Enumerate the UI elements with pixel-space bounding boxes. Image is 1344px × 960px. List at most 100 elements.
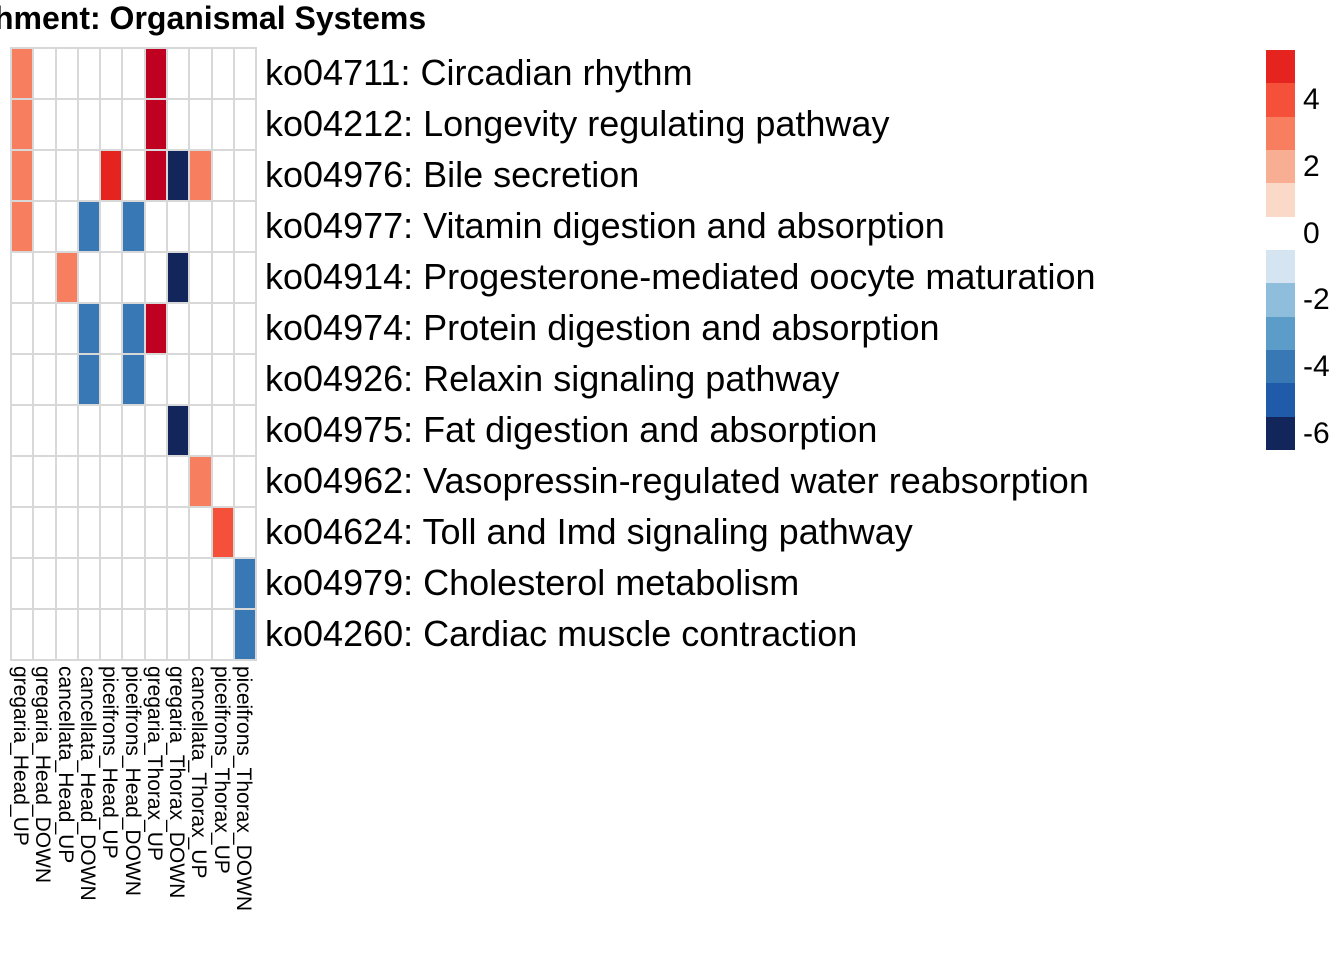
- legend-block: [1266, 116, 1295, 150]
- heatmap-cell: [212, 202, 233, 251]
- heatmap-cell: [212, 100, 233, 149]
- heatmap-cell: [234, 508, 256, 557]
- heatmap-cell: [212, 406, 233, 455]
- heatmap-cell: [56, 151, 77, 200]
- legend-tick-label: -2: [1303, 283, 1330, 317]
- legend-block: [1266, 83, 1295, 117]
- heatmap-cell: [145, 355, 167, 404]
- heatmap-cell: [168, 100, 189, 149]
- heatmap-cell: [212, 508, 233, 557]
- legend-block: [1266, 249, 1295, 284]
- legend-block: [1266, 183, 1295, 217]
- col-label: piceifrons_Head_DOWN: [120, 666, 144, 896]
- legend-tick-label: 2: [1303, 149, 1320, 183]
- heatmap-cell: [123, 49, 144, 98]
- legend-block: [1266, 383, 1295, 417]
- heatmap-cell: [234, 304, 256, 353]
- heatmap-cell: [34, 457, 55, 506]
- legend-block: [1266, 349, 1295, 384]
- heatmap-cell: [190, 610, 211, 659]
- heatmap-cell: [123, 202, 144, 251]
- heatmap-cell: [56, 406, 77, 455]
- heatmap-cell: [12, 304, 33, 353]
- heatmap-cell: [168, 508, 189, 557]
- heatmap-cell: [12, 202, 33, 251]
- heatmap-cell: [123, 508, 144, 557]
- heatmap-cell: [234, 253, 256, 302]
- heatmap-cell: [101, 610, 122, 659]
- heatmap-cell: [12, 100, 33, 149]
- heatmap-cell: [34, 610, 55, 659]
- heatmap-cell: [78, 100, 100, 149]
- heatmap-cell: [101, 406, 122, 455]
- col-label: piceifrons_Thorax_DOWN: [232, 666, 255, 912]
- heatmap-cell: [12, 355, 33, 404]
- heatmap-cell: [145, 508, 167, 557]
- color-legend: [1266, 50, 1295, 450]
- legend-tick-label: 0: [1303, 216, 1320, 250]
- heatmap-cell: [12, 559, 33, 608]
- heatmap-cell: [34, 151, 55, 200]
- col-label: cancellata_Head_UP: [53, 666, 77, 864]
- heatmap-cell: [234, 355, 256, 404]
- heatmap-cell: [212, 49, 233, 98]
- row-label: ko04914: Progesterone-mediated oocyte ma…: [265, 256, 1096, 297]
- col-label: cancellata_Thorax_UP: [187, 666, 211, 879]
- heatmap-cell: [123, 610, 144, 659]
- heatmap-cell: [34, 100, 55, 149]
- heatmap-cell: [190, 355, 211, 404]
- col-label: piceifrons_Head_UP: [98, 666, 122, 859]
- row-label: ko04976: Bile secretion: [265, 154, 640, 195]
- heatmap-cell: [12, 610, 33, 659]
- heatmap-cell: [78, 151, 100, 200]
- heatmap-cell: [168, 559, 189, 608]
- row-label: ko04977: Vitamin digestion and absorptio…: [265, 205, 945, 246]
- heatmap-cell: [78, 304, 100, 353]
- heatmap-cell: [56, 457, 77, 506]
- heatmap-cell: [145, 202, 167, 251]
- heatmap-cell: [234, 610, 256, 659]
- heatmap-cell: [12, 49, 33, 98]
- legend-block: [1266, 416, 1295, 450]
- heatmap-cell: [190, 202, 211, 251]
- heatmap-cell: [234, 406, 256, 455]
- heatmap-cell: [123, 559, 144, 608]
- row-label: ko04962: Vasopressin-regulated water rea…: [265, 460, 1089, 501]
- heatmap-cell: [234, 49, 256, 98]
- col-label: gregaria_Thorax_UP: [142, 666, 166, 861]
- legend-tick-label: -4: [1303, 349, 1330, 383]
- heatmap-cell: [190, 151, 211, 200]
- heatmap-cell: [12, 406, 33, 455]
- heatmap-cell: [168, 49, 189, 98]
- heatmap-cell: [78, 406, 100, 455]
- heatmap-cell: [145, 253, 167, 302]
- row-label: ko04926: Relaxin signaling pathway: [265, 358, 840, 399]
- heatmap-cell: [234, 151, 256, 200]
- heatmap-cell: [56, 253, 77, 302]
- heatmap-cell: [34, 355, 55, 404]
- heatmap-cell: [234, 100, 256, 149]
- heatmap-cell: [145, 49, 167, 98]
- heatmap-cell: [101, 151, 122, 200]
- heatmap-cell: [145, 610, 167, 659]
- heatmap-cell: [12, 151, 33, 200]
- heatmap-cell: [168, 355, 189, 404]
- heatmap-cell: [101, 508, 122, 557]
- heatmap-cell: [190, 49, 211, 98]
- heatmap-cell: [190, 253, 211, 302]
- heatmap-cell: [34, 508, 55, 557]
- heatmap-cell: [78, 610, 100, 659]
- heatmap-cell: [145, 151, 167, 200]
- heatmap-cell: [78, 49, 100, 98]
- heatmap-cell: [56, 610, 77, 659]
- col-label: gregaria_Head_DOWN: [31, 666, 55, 884]
- row-label: ko04974: Protein digestion and absorptio…: [265, 307, 940, 348]
- heatmap-cell: [78, 508, 100, 557]
- heatmap-cell: [101, 202, 122, 251]
- heatmap-cell: [212, 355, 233, 404]
- heatmap-cell: [190, 406, 211, 455]
- heatmap-cell: [212, 151, 233, 200]
- heatmap-cell: [168, 202, 189, 251]
- heatmap-cell: [123, 100, 144, 149]
